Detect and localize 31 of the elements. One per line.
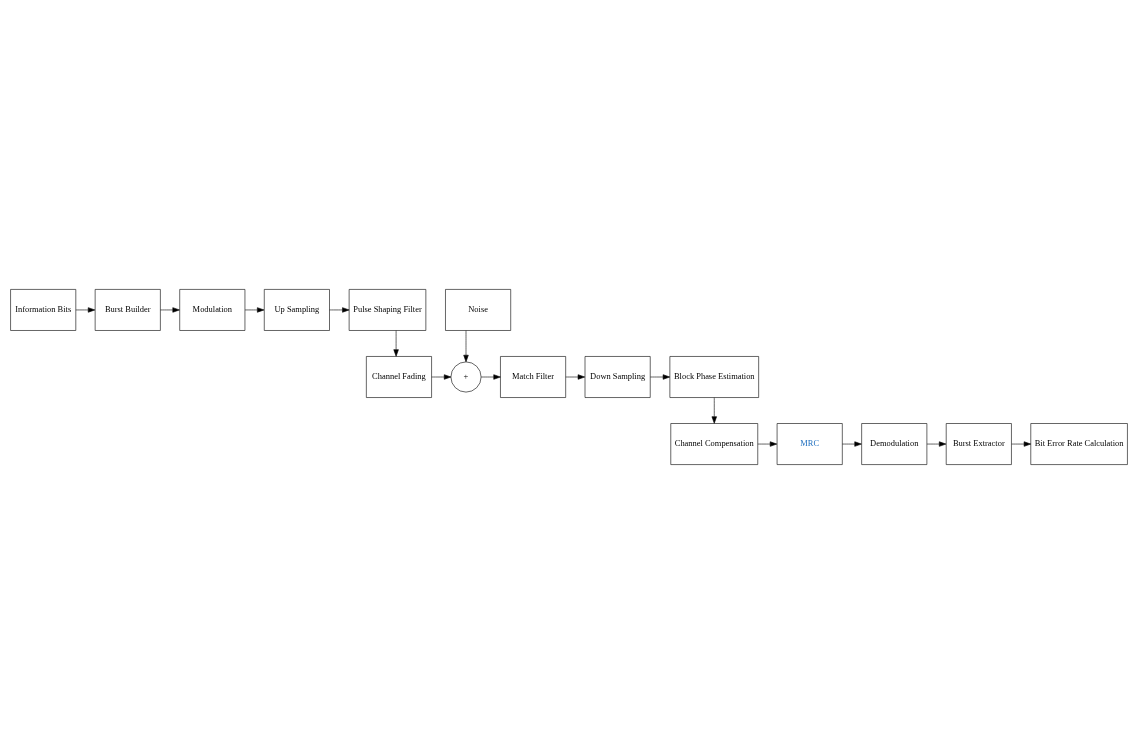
arrow bbox=[650, 373, 671, 380]
node-box: Up Sampling bbox=[263, 288, 330, 331]
arrow bbox=[463, 329, 469, 362]
node-box: Burst Extractor bbox=[945, 422, 1012, 465]
arrow bbox=[160, 306, 180, 313]
arrow bbox=[431, 373, 452, 380]
arrow bbox=[244, 306, 265, 313]
node-box: Block Phase Estimation bbox=[669, 355, 759, 398]
arrow bbox=[480, 373, 501, 380]
node-box: MRC bbox=[776, 422, 843, 465]
arrow bbox=[757, 440, 778, 447]
node-box: Match Filter bbox=[500, 355, 566, 398]
arrow bbox=[842, 440, 862, 447]
node-box: Pulse Shaping Filter bbox=[348, 288, 427, 331]
arrow bbox=[926, 440, 947, 447]
node-box: Down Sampling bbox=[584, 355, 651, 398]
arrow bbox=[711, 396, 717, 424]
node-box: Burst Builder bbox=[94, 288, 161, 331]
arrow bbox=[75, 306, 96, 313]
node-box: Information Bits bbox=[10, 288, 77, 331]
node-box: Demodulation bbox=[861, 422, 928, 465]
node-box: Noise bbox=[445, 288, 511, 331]
node-box: Channel Fading bbox=[366, 355, 432, 398]
node-circle: + bbox=[450, 361, 482, 392]
node-box: Channel Compensation bbox=[670, 422, 759, 465]
arrow bbox=[329, 306, 350, 313]
arrow bbox=[1011, 440, 1032, 447]
node-box: Modulation bbox=[179, 288, 246, 331]
arrow bbox=[565, 373, 586, 380]
node-box: Bit Error Rate Calculation bbox=[1030, 422, 1128, 465]
arrow bbox=[393, 329, 399, 357]
